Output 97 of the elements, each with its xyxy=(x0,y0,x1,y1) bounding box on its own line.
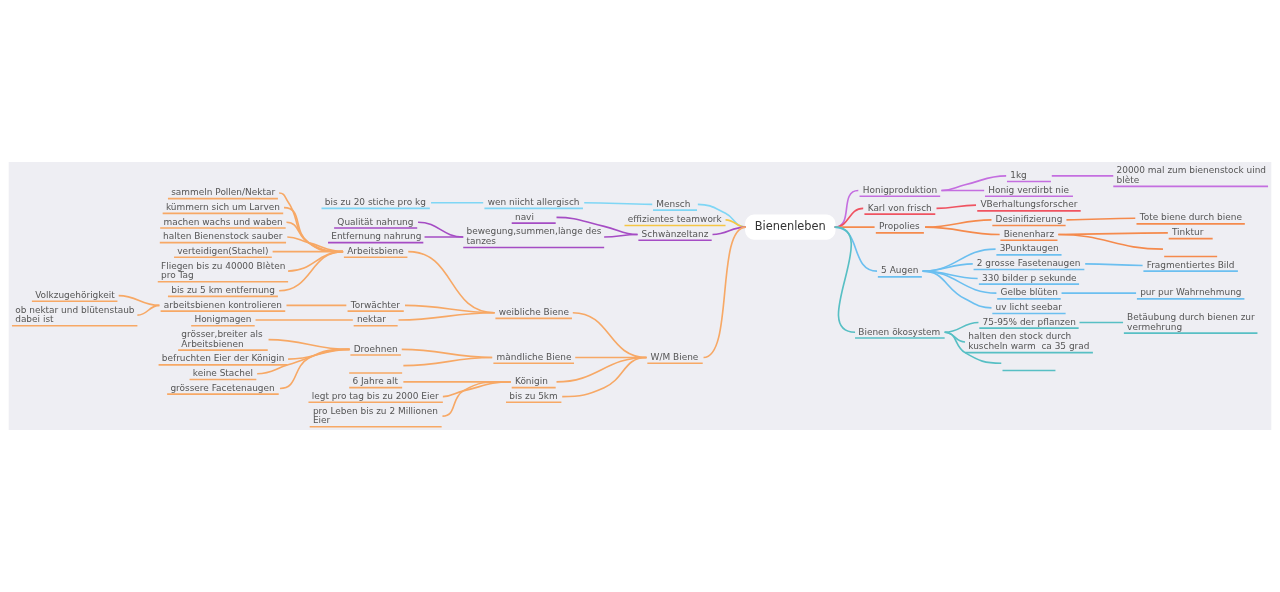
node-text: Schwànzeltanz xyxy=(641,228,709,239)
node-text: nektar xyxy=(356,314,386,325)
node-text: 75-95% der pflanzen xyxy=(982,316,1076,327)
node-text: uv licht seebar xyxy=(995,302,1062,313)
node-line xyxy=(1001,369,1057,372)
node-text: bis zu 5 km entfernung xyxy=(171,284,275,295)
connector xyxy=(267,338,351,351)
connector xyxy=(1060,292,1137,294)
node-text: 5 Augen xyxy=(881,265,919,276)
node-text: 20000 mal zum bienenstock uind blète xyxy=(1116,165,1267,186)
node-text: grösser,breiter als Arbeitsbienen xyxy=(181,328,263,349)
node-text: Bienenharz xyxy=(1003,228,1055,239)
node-text: befruchten Eier der Königin xyxy=(161,353,285,364)
node-box: Bienenleben xyxy=(745,214,836,240)
connector xyxy=(924,226,1001,236)
node-text: effizientes teamwork xyxy=(627,214,722,225)
node-text: Gelbe blüten xyxy=(1000,287,1058,298)
node-text: machen wachs und waben xyxy=(163,216,283,227)
connector xyxy=(921,270,993,309)
node-text: keine Stachel xyxy=(192,368,253,379)
node-text: wen niicht allergisch xyxy=(487,197,580,208)
node-text: Qualität nahrung xyxy=(337,216,414,227)
connector xyxy=(940,189,985,192)
node-text: pro Leben bis zu 2 Millionen Eier xyxy=(312,405,438,426)
connector xyxy=(1078,321,1124,324)
node-line xyxy=(1163,255,1218,258)
node-text: Betäubung durch bienen zur vermehrung xyxy=(1127,311,1255,332)
connector xyxy=(555,216,639,236)
node-text: màndliche Biene xyxy=(496,351,572,362)
node-text: arbeitsbienen kontrolieren xyxy=(163,299,282,310)
node-text: W/M Biene xyxy=(650,351,699,362)
node-text: halten Bienenstock sauber xyxy=(163,231,283,242)
node-text: Mensch xyxy=(656,198,691,209)
node-text: pur pur Wahrnehmung xyxy=(1140,287,1242,298)
node-text: Tinktur xyxy=(1171,227,1204,238)
connector xyxy=(833,226,856,334)
node-text: Desinifizierung xyxy=(995,214,1063,225)
connector xyxy=(935,204,977,210)
connector xyxy=(943,321,980,334)
connector xyxy=(1050,175,1115,177)
node-text: Fliegen bis zu 40000 Blèten pro Tag xyxy=(161,260,286,281)
connector xyxy=(417,221,465,238)
node-text: grössere Facetenaugen xyxy=(170,382,275,393)
node-text: Honig verdirbt nie xyxy=(988,184,1070,195)
node-text: Königin xyxy=(514,376,548,387)
node-text: 1kg xyxy=(1010,170,1027,181)
node-text: 6 Jahre alt xyxy=(352,376,399,387)
node-text: kümmern sich um Larven xyxy=(165,201,280,212)
connector xyxy=(603,233,639,238)
connector xyxy=(711,226,747,236)
node-text: Tote biene durch biene xyxy=(1139,212,1242,223)
connector xyxy=(940,175,1007,192)
node-text: Entfernung nahrung xyxy=(331,231,422,242)
node-text: Volkzugehörigkeit xyxy=(35,289,115,300)
node-text: Droehnen xyxy=(353,343,398,354)
connector xyxy=(1057,233,1164,250)
node-text: bis zu 20 stiche pro kg xyxy=(324,197,426,208)
node-text: VBerhaltungsforscher xyxy=(980,199,1078,210)
node-text: bis zu 5km xyxy=(509,390,558,401)
connector xyxy=(136,304,161,316)
node-text: weibliche Biene xyxy=(498,306,569,317)
connector xyxy=(285,304,348,307)
connector xyxy=(430,201,484,204)
connector xyxy=(423,236,465,238)
node-text: Arbeitsbiene xyxy=(347,245,404,256)
node-text: 3Punktaugen xyxy=(999,243,1059,254)
node-text: Honigproduktion xyxy=(862,184,938,195)
connector xyxy=(943,331,1003,364)
node-text: 330 bilder p sekunde xyxy=(982,272,1077,283)
connector xyxy=(561,356,648,398)
connector xyxy=(279,348,351,390)
connector xyxy=(1065,217,1137,221)
node-text: navi xyxy=(514,211,534,222)
node-text: Propolies xyxy=(879,221,920,232)
connector xyxy=(702,226,747,359)
node-text: Karl von frisch xyxy=(867,202,932,213)
node-text: halten den stock durch kuscheln warm ca 35 grad xyxy=(968,331,1090,352)
connector xyxy=(117,294,161,307)
node-text: Torwächter xyxy=(350,299,401,310)
node-text: ob nektar und blütenstaub dabei ist xyxy=(15,304,135,325)
connector xyxy=(441,381,512,417)
node-text: Bienen ökosystem xyxy=(858,326,941,337)
connector xyxy=(397,311,496,321)
connector xyxy=(583,201,654,206)
node-text: sammeln Pollen/Nektar xyxy=(171,187,276,198)
node-text: legt pro tag bis zu 2000 Eier xyxy=(311,390,439,401)
connector xyxy=(1084,263,1144,267)
node-text: bewegung,summen,lànge des tanzes xyxy=(466,226,602,247)
node-line xyxy=(348,372,403,374)
node-text: 2 grosse Fasetenaugen xyxy=(976,258,1081,269)
connector xyxy=(254,319,354,321)
node-text: Fragmentiertes Bild xyxy=(1146,259,1235,270)
connector xyxy=(287,250,344,272)
connector xyxy=(402,356,493,367)
node-text: verteidigen(Stachel) xyxy=(177,245,269,256)
connector xyxy=(278,250,344,292)
node-text: Honigmagen xyxy=(194,314,252,325)
